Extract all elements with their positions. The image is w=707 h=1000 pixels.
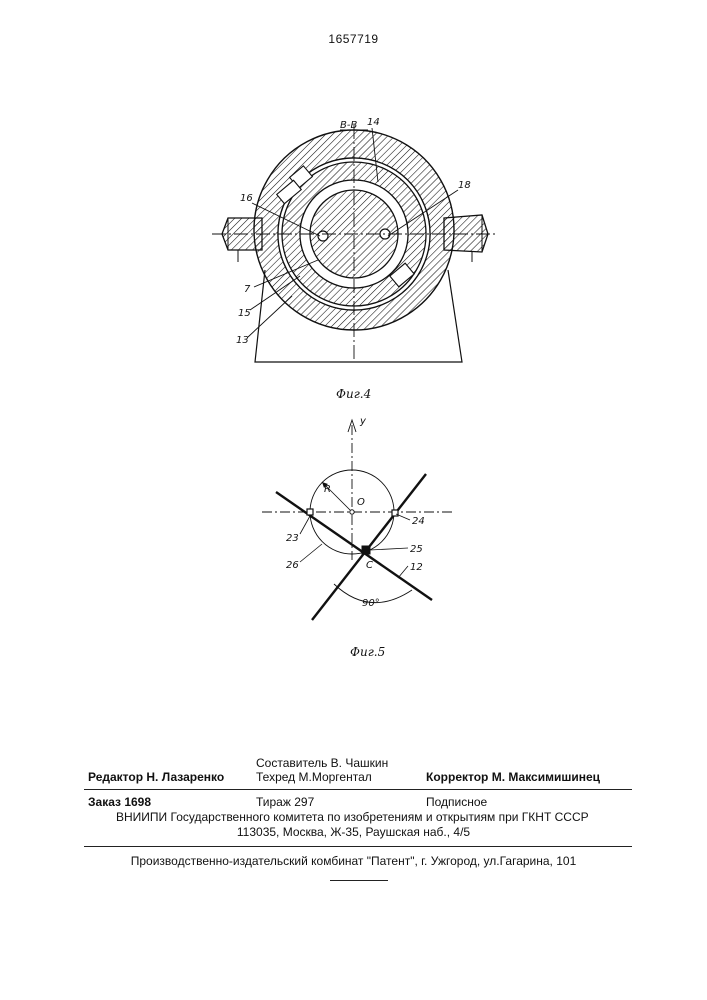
techred-line: Техред М.Моргентал [256, 770, 372, 785]
end-rule [330, 880, 388, 881]
origin-label: O [357, 497, 365, 508]
address-line: 113035, Москва, Ж-35, Раушская наб., 4/5 [0, 825, 707, 840]
section-label: В-В [340, 120, 357, 131]
callout-12: 12 [410, 562, 423, 573]
figure-4-caption: Фиг.4 [336, 387, 371, 401]
callout-25: 25 [410, 544, 423, 555]
publisher-line: Производственно-издательский комбинат "П… [0, 854, 707, 869]
callout-23: 23 [286, 533, 299, 544]
callout-7: 7 [244, 284, 251, 295]
figure-4: В-В 14 16 18 7 15 13 Фиг.4 [212, 117, 496, 401]
radius-label: R [324, 484, 331, 495]
composer-line: Составитель В. Чашкин [256, 756, 388, 771]
figure-5: y O R C 90° 23 24 25 26 12 Фиг.5 [262, 416, 452, 659]
center-label: C [366, 560, 373, 571]
callout-16: 16 [240, 193, 253, 204]
divider-bottom [84, 846, 632, 847]
callout-18: 18 [458, 180, 471, 191]
callout-15: 15 [238, 308, 251, 319]
editor-line: Редактор Н. Лазаренко [88, 770, 224, 785]
angle-label: 90° [362, 598, 380, 609]
corrector-line: Корректор М. Максимишинец [426, 770, 600, 785]
callout-14: 14 [367, 117, 380, 128]
institute-line: ВНИИПИ Государственного комитета по изоб… [116, 810, 589, 825]
callout-26: 26 [286, 560, 299, 571]
figure-5-caption: Фиг.5 [350, 645, 385, 659]
circulation-line: Тираж 297 [256, 795, 314, 810]
order-line: Заказ 1698 [88, 795, 151, 810]
figures-drawing: В-В 14 16 18 7 15 13 Фиг.4 y [0, 0, 707, 700]
subscription-line: Подписное [426, 795, 487, 810]
divider-top [84, 789, 632, 790]
axis-y-label: y [359, 416, 367, 427]
callout-24: 24 [412, 516, 425, 527]
callout-13: 13 [236, 335, 249, 346]
